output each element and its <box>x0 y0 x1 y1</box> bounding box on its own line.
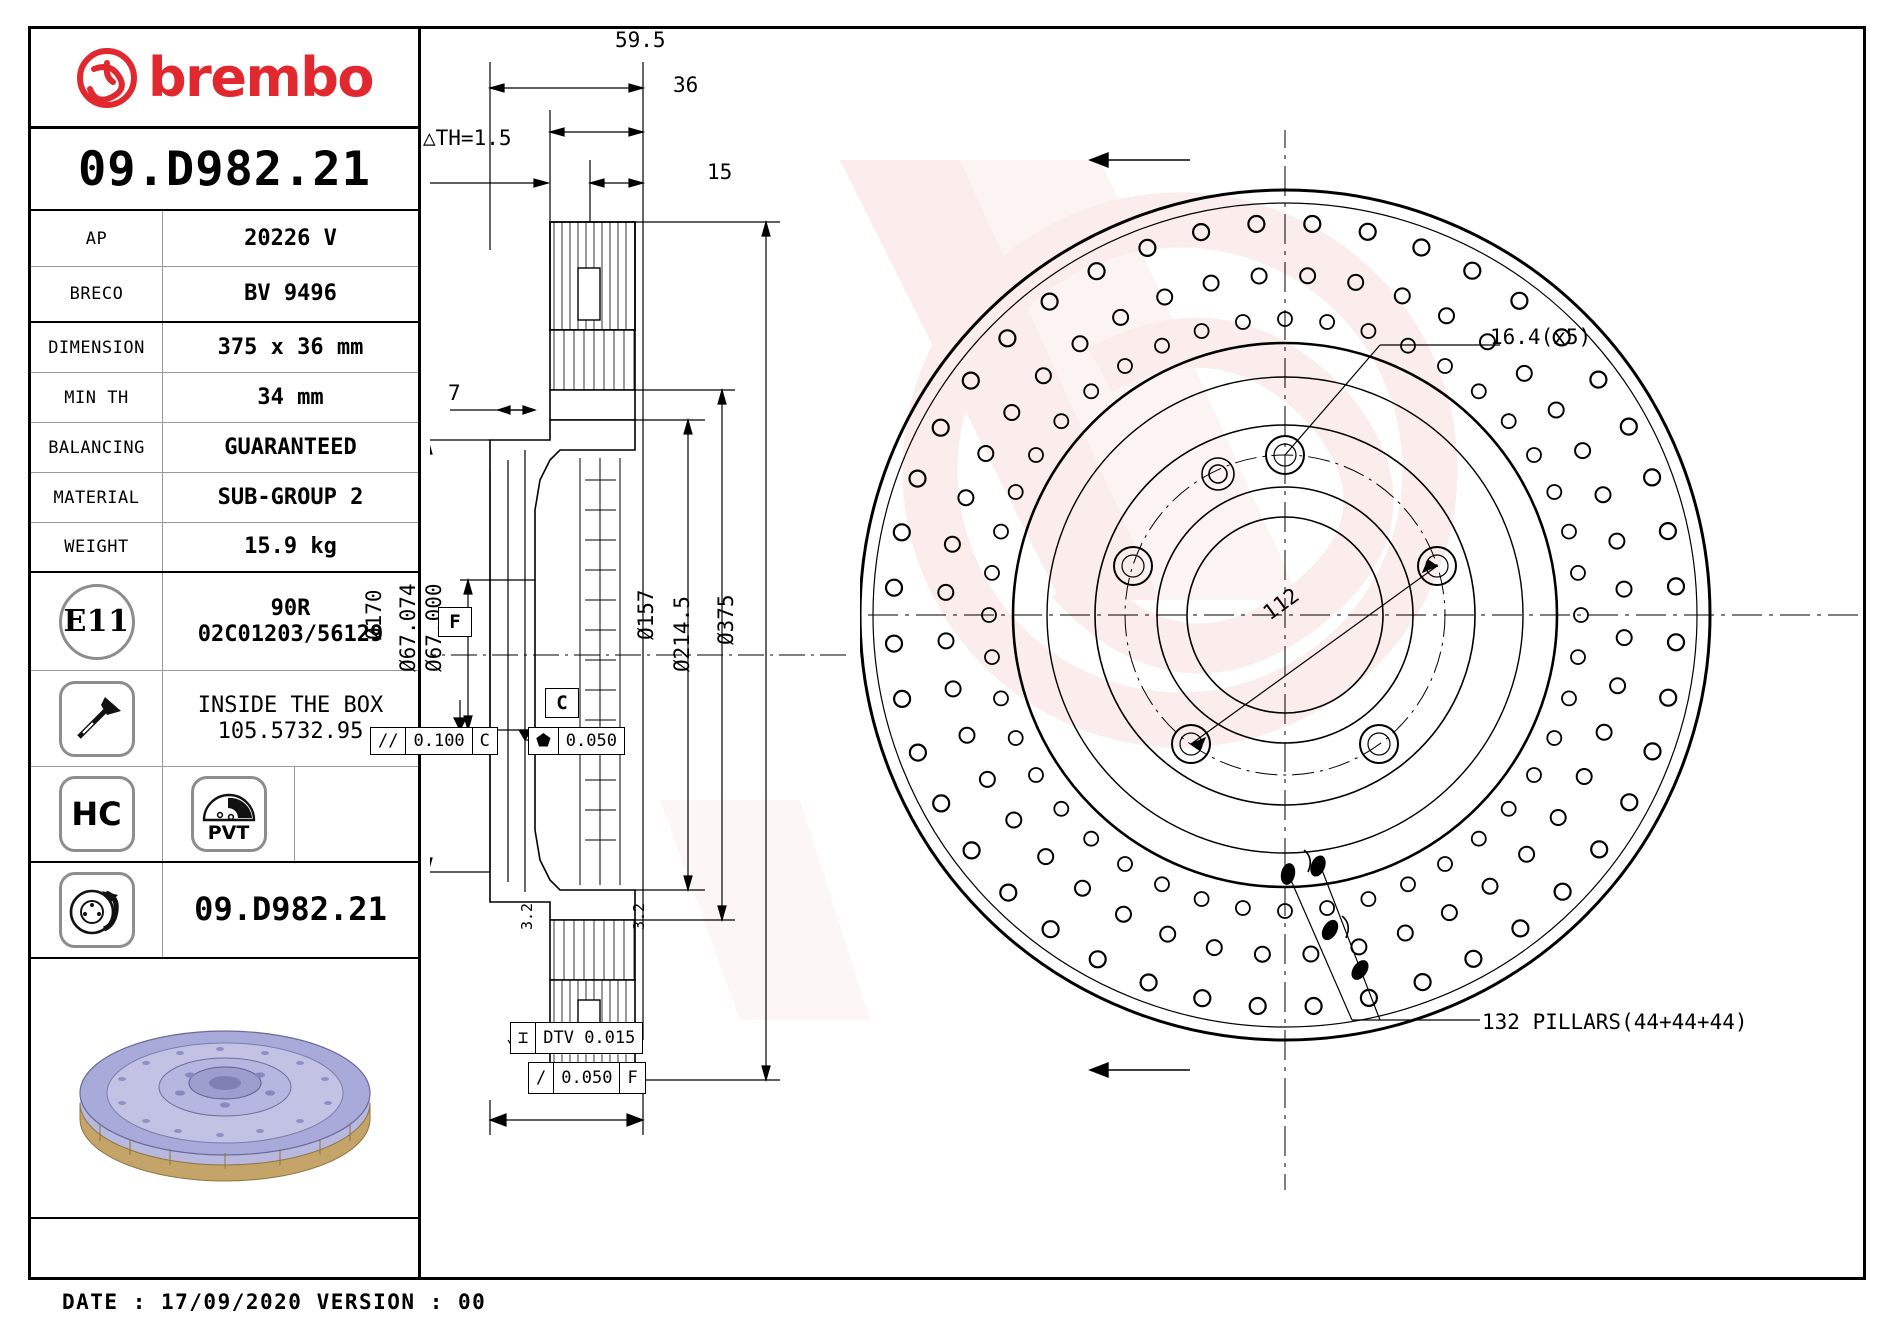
row-value: BV 9496 <box>244 281 337 307</box>
product-photo <box>31 959 418 1219</box>
gdt-dtv: ⌶ DTV 0.015 <box>510 1022 644 1054</box>
gdt-tolerance: 0.050 <box>565 731 617 751</box>
gdt-symbol: / <box>529 1063 555 1093</box>
face-view <box>860 130 1860 1190</box>
dim-bore-max: Ø67.074 <box>396 583 420 672</box>
row-value: SUB-GROUP 2 <box>217 484 364 510</box>
table-row: BRECO BV 9496 <box>31 267 418 323</box>
brake-disc-icon-cell <box>31 863 163 957</box>
pvt-label: PVT <box>207 822 250 844</box>
brake-disc-icon <box>58 872 135 948</box>
dim-hat-wall: 7 <box>448 381 461 405</box>
e-mark-icon: E11 <box>31 573 163 670</box>
row-label: MIN TH <box>31 373 163 422</box>
table-row: MATERIAL SUB-GROUP 2 <box>31 473 418 523</box>
pvt-badge-cell: PVT <box>163 767 295 861</box>
table-row: MIN TH 34 mm <box>31 373 418 423</box>
screw-value: INSIDE THE BOX 105.5732.95 <box>163 671 418 766</box>
gdt-datum: C <box>479 731 490 751</box>
part-number-header: 09.D982.21 <box>31 129 418 211</box>
row-label: BALANCING <box>31 423 163 472</box>
hc-badge-icon: HC <box>58 776 135 852</box>
badges-row: HC PVT <box>31 767 418 863</box>
homologation-line2: 02C01203/56129 <box>197 621 384 647</box>
part-number-text: 09.D982.21 <box>78 141 371 197</box>
brand-name: brembo <box>148 46 374 109</box>
screw-icon-cell <box>31 671 163 766</box>
gdt-flatness: ⬟ 0.050 <box>528 727 625 755</box>
disc-partnumber-row: 09.D982.21 <box>31 863 418 959</box>
e-mark-label: E11 <box>58 583 135 660</box>
gdt-parallelism: // 0.100 C <box>370 727 498 755</box>
dim-dia-170: Ø170 <box>362 589 386 640</box>
screw-line2: 105.5732.95 <box>217 718 364 744</box>
brand-logo: brembo <box>31 29 418 129</box>
gdt-symbol: // <box>371 728 407 754</box>
dim-dia-157: Ø157 <box>634 589 658 640</box>
hc-badge-cell: HC <box>31 767 163 861</box>
brembo-swirl-icon <box>77 47 138 108</box>
table-row: BALANCING GUARANTEED <box>31 423 418 473</box>
surface-finish-left: 3.2 <box>518 902 536 930</box>
homologation-line1: 90R <box>270 595 311 621</box>
dim-hat-offset: 15 <box>707 160 733 184</box>
screw-icon <box>58 680 135 757</box>
row-label: AP <box>31 211 163 266</box>
dim-overall-width: 59.5 <box>615 28 666 52</box>
row-label: MATERIAL <box>31 473 163 522</box>
brake-disc-photo <box>78 1030 371 1182</box>
row-label: DIMENSION <box>31 323 163 372</box>
gdt-runout: / 0.050 F <box>528 1062 646 1094</box>
row-value: 20226 V <box>244 225 337 251</box>
drawing-frame <box>28 26 1866 1280</box>
row-value: 15.9 kg <box>244 534 337 560</box>
gdt-symbol: ⌶ <box>511 1023 537 1053</box>
callout-bolt-hole: 16.4(x5) <box>1490 325 1592 349</box>
pvt-badge-icon: PVT <box>190 776 267 852</box>
gdt-symbol: ⬟ <box>529 728 559 754</box>
datum-c: C <box>545 688 579 718</box>
dim-dia-375: Ø375 <box>714 594 738 645</box>
gdt-tolerance: 0.050 <box>554 1063 621 1093</box>
row-value: GUARANTEED <box>224 434 357 460</box>
row-value: 34 mm <box>257 384 324 410</box>
row-value: 375 x 36 mm <box>217 334 364 360</box>
table-row: WEIGHT 15.9 kg <box>31 523 418 573</box>
screw-row: INSIDE THE BOX 105.5732.95 <box>31 671 418 767</box>
dim-th-tolerance: △TH=1.5 <box>423 126 512 150</box>
disc-part-number: 09.D982.21 <box>194 890 387 929</box>
dim-dia-214-5: Ø214.5 <box>670 596 694 672</box>
gdt-tolerance: 0.100 <box>406 728 473 754</box>
footer-date: DATE : 17/09/2020 VERSION : 00 <box>62 1290 487 1314</box>
gdt-datum: F <box>627 1068 638 1088</box>
homologation-value: 90R 02C01203/56129 <box>163 573 418 670</box>
row-label: BRECO <box>31 267 163 321</box>
table-row: AP 20226 V <box>31 211 418 267</box>
hc-label: HC <box>71 795 122 833</box>
datum-f: F <box>438 607 472 637</box>
dim-disc-thickness: 36 <box>673 73 699 97</box>
row-label: WEIGHT <box>31 523 163 571</box>
screw-line1: INSIDE THE BOX <box>197 692 384 718</box>
callout-pillars: 132 PILLARS(44+44+44) <box>1482 1010 1748 1034</box>
homologation-row: E11 90R 02C01203/56129 <box>31 573 418 671</box>
specification-table: brembo 09.D982.21 AP 20226 V BRECO BV 94… <box>31 29 421 1277</box>
gdt-tolerance: DTV 0.015 <box>543 1028 636 1048</box>
surface-finish-right: 3.2 <box>630 902 648 930</box>
table-row: DIMENSION 375 x 36 mm <box>31 323 418 373</box>
cross-section-view <box>430 62 850 1135</box>
